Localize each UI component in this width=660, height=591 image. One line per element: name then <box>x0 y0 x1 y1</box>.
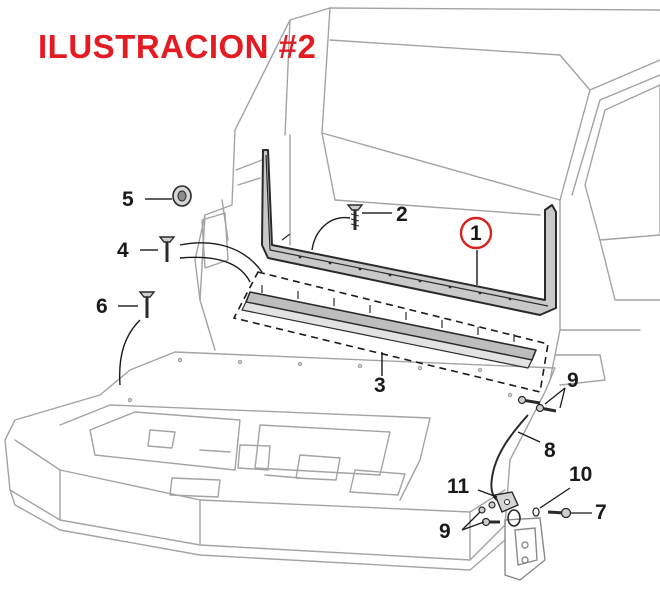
callout-7: 7 <box>595 501 607 524</box>
callout-3: 3 <box>374 374 386 397</box>
part-5-plug <box>172 185 192 207</box>
callout-4: 4 <box>117 239 129 262</box>
callout-1-highlight-circle <box>459 216 493 250</box>
callout-8: 8 <box>544 439 556 462</box>
leader-arrow-4a <box>179 242 263 273</box>
part-9-lower-hardware <box>478 501 500 527</box>
callout-2: 2 <box>396 203 408 226</box>
callout-5: 5 <box>122 188 134 211</box>
part-8-support-cable <box>490 414 529 501</box>
leader-line-10 <box>539 487 571 509</box>
part-1-weatherstrip-seal <box>261 149 557 316</box>
leader-arrow-4b <box>179 256 251 283</box>
part-3-sill-plate <box>241 285 537 369</box>
leader-arrow-2 <box>311 216 351 251</box>
part-6-screw <box>138 291 156 318</box>
part-7-bolt <box>547 507 572 519</box>
leader-arrow-6 <box>118 319 141 386</box>
vehicle-body-outline <box>194 7 660 386</box>
callout-9-upper: 9 <box>567 369 579 392</box>
callout-10: 10 <box>569 463 593 486</box>
hinge-bracket <box>504 517 546 581</box>
part-9-upper-bolts <box>517 395 557 413</box>
part-2-screw <box>346 204 364 230</box>
part-10-washer <box>532 507 540 517</box>
leader-line-11 <box>477 489 498 498</box>
leader-line-9-lower <box>461 511 485 531</box>
illustration-title: ILUSTRACION #2 <box>38 28 317 65</box>
callout-6: 6 <box>96 295 108 318</box>
leader-line-9-upper <box>544 387 566 409</box>
callout-9-lower: 9 <box>439 520 451 543</box>
callout-1: 1 <box>470 222 482 245</box>
callout-11: 11 <box>447 475 470 498</box>
part-11-cable-bracket <box>494 491 521 527</box>
leader-line-8 <box>517 431 541 443</box>
part-4-screw <box>158 236 176 262</box>
tailgate-panel <box>4 351 556 571</box>
